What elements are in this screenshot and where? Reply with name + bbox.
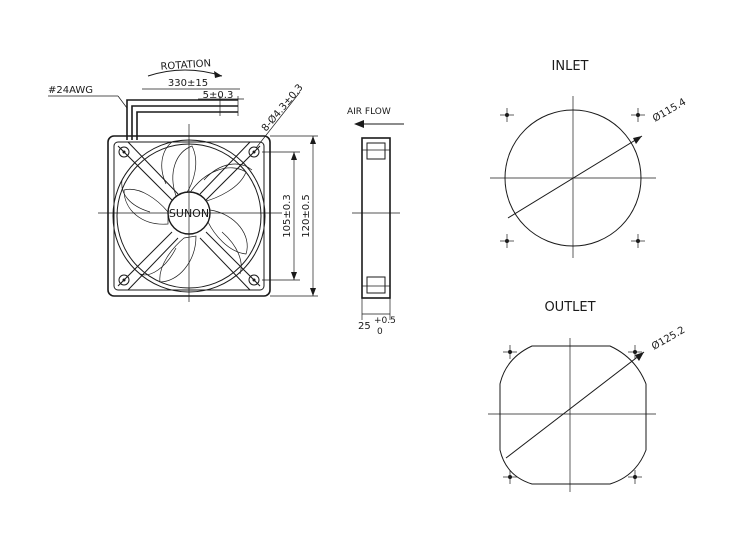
side-view: AIR FLOW 25 +0.5 0 [347,107,404,337]
frame-size-dimension: 120±0.5 [270,135,318,297]
rotation-label: ROTATION [160,58,211,73]
outlet-outline [499,345,647,485]
depth-minus: 0 [377,327,383,337]
lead-length-dimension: 330±15 [168,78,208,89]
inlet-hole-marks [500,108,645,248]
wire-gauge-label: #24AWG [48,85,93,96]
inlet-diameter: Ø115.4 [651,96,689,125]
hole-spec-label: 8-Ø4.3±0.3 [259,82,305,134]
airflow-label: AIR FLOW [347,107,391,117]
inlet-view: INLET Ø115.4 [490,59,688,258]
outlet-diameter: Ø125.2 [650,324,688,353]
front-view: SUNON #24AWG ROTATION 330±15 [48,58,318,302]
fan-struts [117,141,261,291]
frame-size-label: 120±0.5 [301,194,312,237]
outlet-title: OUTLET [544,300,595,315]
hole-spacing-dimension: 105±0.3 [262,151,300,281]
fan-blades [121,141,253,283]
hole-spacing-label: 105±0.3 [282,194,293,237]
mounting-holes [118,146,260,286]
strip-length-dimension: 5±0.3 [203,90,234,101]
side-frame [361,137,391,299]
inlet-title: INLET [552,59,589,74]
outlet-view: OUTLET Ø125.2 [488,300,687,492]
depth-plus: +0.5 [374,316,396,326]
depth-main: 25 [358,321,371,332]
outlet-hole-marks [503,345,642,484]
lead-wires [126,96,239,140]
